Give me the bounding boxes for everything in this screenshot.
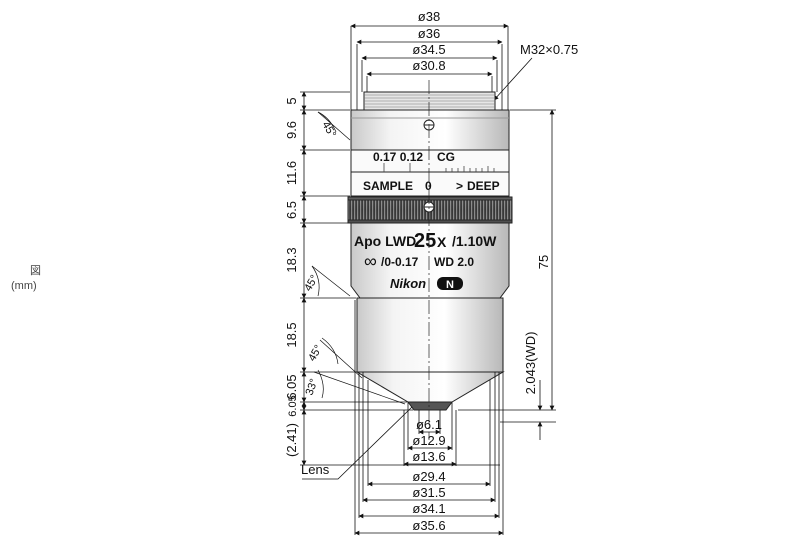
height-18-3: 18.3: [284, 247, 299, 272]
thread-spec: M32×0.75: [520, 42, 578, 57]
figure-label: 図: [30, 265, 41, 277]
working-distance: 2.043(WD): [523, 332, 538, 395]
height-9-6: 9.6: [284, 121, 299, 139]
diameter-29-4: ø29.4: [412, 469, 445, 484]
lens-leader: [302, 406, 413, 480]
overall-length: 75: [536, 255, 551, 269]
sample-label: SAMPLE: [363, 179, 413, 193]
unit-label: (mm): [11, 280, 37, 292]
brand-badge-letter: N: [446, 279, 454, 291]
brand-badge: [437, 277, 463, 290]
diameter-34-1: ø34.1: [412, 501, 445, 516]
height-5: 5: [284, 97, 299, 104]
top-diameter-dims: [350, 23, 509, 115]
thread-leader: [493, 57, 533, 101]
numerical-aperture: /1.10W: [452, 233, 497, 249]
magnification-x: X: [437, 234, 447, 250]
diameter-30-8: ø30.8: [412, 58, 445, 73]
correction-scale: [383, 163, 495, 172]
diameter-34-5: ø34.5: [412, 42, 445, 57]
angle-arcs: [311, 111, 406, 405]
working-distance-engraving: WD 2.0: [434, 255, 474, 269]
diameter-35-6: ø35.6: [412, 518, 445, 533]
height-6-05-lower: 6.05: [287, 395, 299, 416]
zero-mark: 0: [425, 179, 432, 193]
lens-callout: Lens: [301, 462, 330, 477]
series-name: Apo LWD: [354, 233, 416, 249]
angle-45-middle: 45°: [302, 273, 321, 293]
height-6-5: 6.5: [284, 201, 299, 219]
diameter-12-9: ø12.9: [412, 433, 445, 448]
right-dims: [458, 109, 556, 440]
bottom-diameter-dims: [354, 300, 504, 536]
diameter-13-6: ø13.6: [412, 449, 445, 464]
height-6-05-upper: 6.05: [284, 374, 299, 399]
diameter-6-1: ø6.1: [416, 417, 442, 432]
objective-body: [347, 91, 513, 411]
cg-label: CG: [437, 150, 455, 164]
cover-glass-range: /0-0.17: [381, 255, 419, 269]
diameter-36: ø36: [418, 26, 440, 41]
height-2-41: (2.41): [284, 423, 299, 457]
magnification: 25: [414, 230, 436, 252]
diameter-38: ø38: [418, 9, 440, 24]
deep-label: DEEP: [467, 179, 500, 193]
angle-45-upper: 45°: [319, 120, 338, 140]
diameter-31-5: ø31.5: [412, 485, 445, 500]
angle-33: 33°: [304, 377, 321, 397]
infinity-symbol: ∞: [364, 251, 377, 271]
height-18-5: 18.5: [284, 322, 299, 347]
brand-name: Nikon: [390, 276, 426, 291]
cg-values: 0.17 0.12: [373, 150, 423, 164]
arrow-mark: >: [456, 179, 463, 193]
height-dims: [300, 91, 500, 466]
height-11-6: 11.6: [284, 161, 299, 185]
angle-45-lower: 45°: [306, 343, 325, 363]
